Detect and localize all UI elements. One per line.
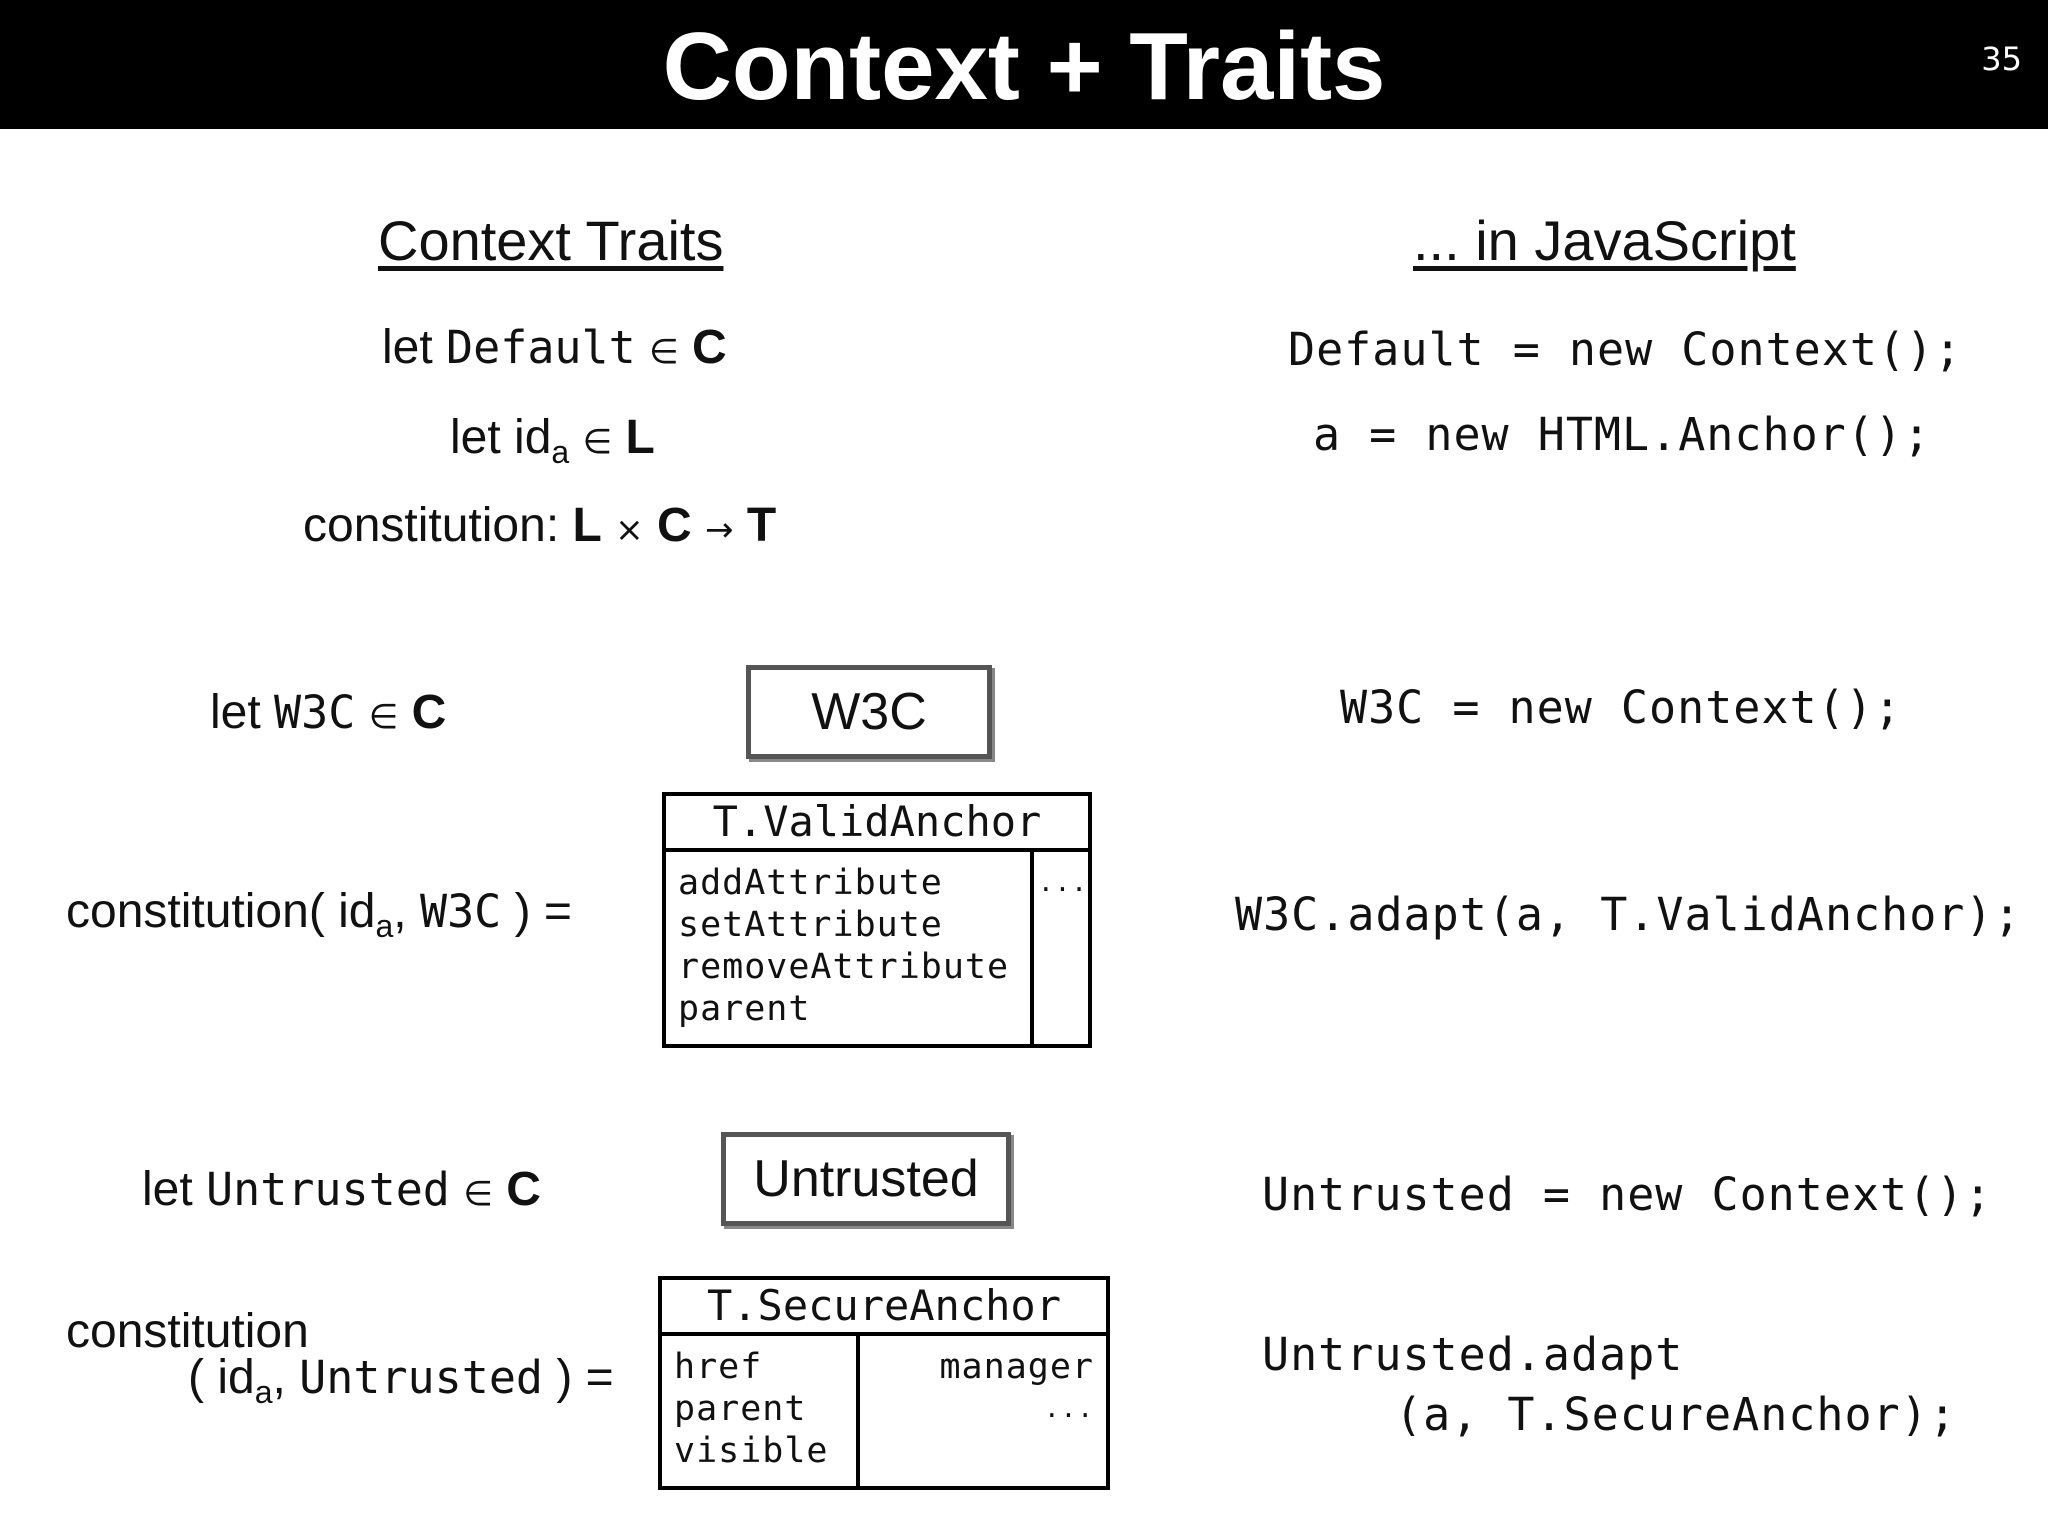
set-c: C <box>411 686 447 739</box>
secure-anchor-extra: manager ... <box>860 1336 1106 1486</box>
element-of-symbol: ∈ <box>582 422 613 462</box>
constitution-untrusted-args: ( ida, Untrusted ) = <box>188 1350 614 1410</box>
w3c-identifier: W3C <box>274 686 356 739</box>
set-c: C <box>692 321 727 374</box>
secure-anchor-fields: href parent visible <box>662 1336 860 1486</box>
constitution-open: constitution( <box>66 885 325 938</box>
w3c-identifier: W3C <box>419 885 502 938</box>
subscript-a: a <box>375 908 394 944</box>
left-column-heading: Context Traits <box>378 209 724 272</box>
comma: , <box>272 1351 286 1404</box>
id-symbol: id <box>217 1351 255 1404</box>
set-l: L <box>572 499 602 552</box>
subscript-a: a <box>254 1374 273 1410</box>
ellipsis: ... <box>1038 868 1088 898</box>
js-default-context: Default = new Context(); <box>1288 323 1963 376</box>
valid-anchor-trait: T.ValidAnchor addAttribute setAttribute … <box>662 792 1092 1048</box>
set-t: T <box>746 499 777 552</box>
untrusted-identifier: Untrusted <box>299 1351 544 1404</box>
def-untrusted: let Untrusted ∈ C <box>142 1162 541 1217</box>
right-column-heading: ... in JavaScript <box>1413 209 1796 272</box>
set-c: C <box>506 1163 541 1216</box>
slide-number: 35 <box>1981 40 2022 78</box>
arrow-icon: → <box>705 510 734 550</box>
js-anchor: a = new HTML.Anchor(); <box>1313 408 1932 461</box>
untrusted-identifier: Untrusted <box>206 1163 450 1216</box>
slide-title: Context + Traits <box>662 13 1386 120</box>
js-w3c-context: W3C = new Context(); <box>1340 681 1902 734</box>
method-item: addAttribute <box>678 863 943 903</box>
id-symbol: id <box>338 885 376 938</box>
element-of-symbol: ∈ <box>649 332 679 372</box>
set-c: C <box>657 499 692 552</box>
constitution-untrusted-label: constitution <box>66 1305 309 1358</box>
times-symbol: × <box>615 510 644 550</box>
valid-anchor-title: T.ValidAnchor <box>666 796 1088 852</box>
secure-anchor-trait: T.SecureAnchor href parent visible manag… <box>658 1276 1110 1490</box>
close-equals: ) = <box>556 1351 614 1404</box>
w3c-context-box: W3C <box>746 665 992 759</box>
secure-anchor-title: T.SecureAnchor <box>662 1280 1106 1336</box>
valid-anchor-extra: ... <box>1038 852 1088 1044</box>
js-untrusted-context: Untrusted = new Context(); <box>1262 1168 1993 1221</box>
id-symbol: id <box>514 411 552 464</box>
field-item: href <box>674 1347 763 1387</box>
constitution-w3c: constitution( ida, W3C ) = <box>66 884 572 944</box>
def-default: let Default ∈ C <box>382 320 727 375</box>
element-of-symbol: ∈ <box>368 697 399 737</box>
method-item: parent <box>678 989 811 1029</box>
set-l: L <box>625 411 655 464</box>
keyword-let: let <box>142 1163 193 1216</box>
keyword-let: let <box>450 411 501 464</box>
keyword-let: let <box>382 321 433 374</box>
constitution-signature: constitution: L × C → T <box>303 498 776 553</box>
def-w3c: let W3C ∈ C <box>210 685 446 740</box>
untrusted-context-box: Untrusted <box>721 1132 1011 1226</box>
ellipsis: ... <box>1044 1394 1094 1424</box>
method-item: setAttribute <box>678 905 943 945</box>
close-equals: ) = <box>514 885 572 938</box>
field-item: visible <box>674 1431 829 1471</box>
field-item: manager <box>939 1347 1094 1387</box>
js-w3c-adapt: W3C.adapt(a, T.ValidAnchor); <box>1235 888 2022 941</box>
def-id-a: let ida ∈ L <box>450 410 655 470</box>
subscript-a: a <box>551 434 570 470</box>
method-item: removeAttribute <box>678 947 1010 987</box>
title-bar: Context + Traits 35 <box>0 0 2048 129</box>
comma: , <box>393 885 407 938</box>
open-paren: ( <box>188 1351 204 1404</box>
element-of-symbol: ∈ <box>463 1174 493 1214</box>
constitution-label: constitution: <box>303 499 560 552</box>
js-untrusted-adapt-2: (a, T.SecureAnchor); <box>1395 1388 1957 1441</box>
field-item: parent <box>674 1389 807 1429</box>
valid-anchor-methods: addAttribute setAttribute removeAttribut… <box>666 852 1034 1044</box>
js-untrusted-adapt-1: Untrusted.adapt <box>1262 1328 1684 1381</box>
default-identifier: Default <box>446 321 636 374</box>
keyword-let: let <box>210 686 261 739</box>
